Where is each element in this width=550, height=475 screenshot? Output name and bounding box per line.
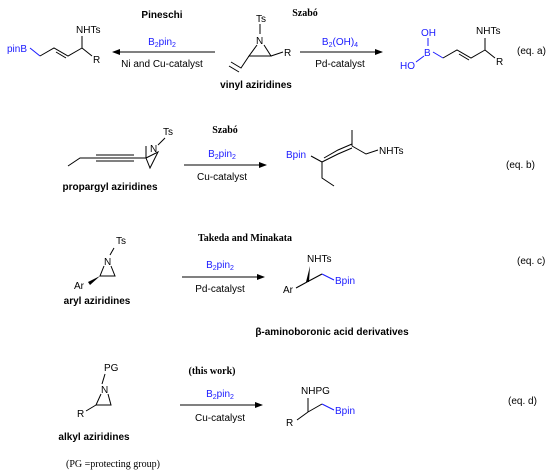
eq-label-b: (eq. b) — [506, 160, 535, 171]
eq-a: Pineschi Szabó pinB NHTs R B2pin2 Ni and… — [7, 8, 546, 91]
bond — [39, 47, 83, 57]
label-alkyl-aziridines: alkyl aziridines — [58, 432, 130, 443]
reagent-b2oh4: B2(OH)4 — [322, 37, 358, 49]
atom-ts-c: Ts — [116, 236, 126, 247]
reagent-b2pin2-a: B2pin2 — [148, 37, 176, 49]
condition-pd-c: Pd-catalyst — [195, 284, 245, 295]
aziridine-ring — [95, 393, 112, 406]
allene — [321, 147, 353, 163]
bond — [310, 155, 323, 163]
bond — [432, 51, 444, 59]
atom-bpin-d: Bpin — [335, 406, 355, 417]
author-szabo-a: Szabó — [292, 8, 318, 19]
section-title: β-aminoboronic acid derivatives — [255, 327, 409, 338]
atom-nhts-b: NHTs — [379, 146, 403, 157]
atom-r-prod: R — [286, 418, 293, 429]
atom-b: B — [424, 48, 431, 59]
eq-label-d: (eq. d) — [508, 396, 537, 407]
atom-n-c: N — [104, 257, 111, 268]
atom-nhts-a-left: NHTs — [76, 25, 100, 36]
author-szabo-b: Szabó — [212, 125, 238, 136]
eq-label-a: (eq. a) — [517, 46, 546, 57]
atom-ar-c: Ar — [74, 281, 85, 292]
condition-pd-a: Pd-catalyst — [315, 59, 365, 70]
eq-c: Takeda and Minakata Ts N Ar aryl aziridi… — [64, 233, 546, 307]
bond — [351, 145, 379, 155]
atom-nhpg: NHPG — [301, 386, 330, 397]
atom-n-b: N — [150, 144, 157, 155]
atom-ts: Ts — [256, 14, 266, 25]
bond — [67, 157, 96, 167]
atom-r-sub: R — [284, 48, 291, 59]
aziridine-ring — [248, 44, 272, 57]
atom-n-d: N — [101, 385, 108, 396]
bond — [270, 51, 284, 57]
atom-ar-prod: Ar — [283, 285, 294, 296]
label-propargyl-aziridines: propargyl aziridines — [62, 182, 157, 193]
bond — [321, 403, 335, 411]
wedge-bond — [306, 266, 310, 282]
atom-ho: HO — [400, 61, 415, 72]
atom-pinb: pinB — [7, 44, 27, 55]
vinyl — [230, 55, 250, 69]
bond — [157, 137, 166, 146]
ethyl — [321, 162, 335, 187]
condition-ni-cu: Ni and Cu-catalyst — [121, 59, 203, 70]
author-pineschi: Pineschi — [141, 10, 182, 21]
eq-label-c: (eq. c) — [517, 256, 545, 267]
allene-double — [323, 143, 353, 159]
bond — [109, 247, 115, 256]
bond — [101, 373, 106, 385]
label-vinyl-aziridines: vinyl aziridines — [220, 80, 292, 91]
author-this-work: (this work) — [189, 366, 236, 377]
label-aryl-aziridines: aryl aziridines — [64, 296, 131, 307]
bond — [296, 411, 309, 421]
bond — [307, 403, 323, 413]
condition-cu-d: Cu-catalyst — [195, 413, 245, 424]
reagent-b2pin2-c: B2pin2 — [206, 260, 234, 272]
wedge-bond — [88, 276, 100, 285]
vinyl-double — [228, 65, 240, 73]
eq-b: Szabó N Ts propargyl aziridines B2pin2 C… — [62, 125, 534, 193]
bond — [306, 273, 323, 283]
atom-ts-b: Ts — [163, 127, 173, 138]
double-bond — [458, 53, 470, 61]
footnote: (PG =protecting group) — [66, 459, 160, 470]
bond — [29, 47, 41, 57]
atom-oh: OH — [421, 28, 436, 39]
author-takeda: Takeda and Minakata — [198, 233, 292, 244]
bond — [415, 55, 425, 63]
atom-n: N — [256, 36, 263, 47]
atom-r-d: R — [77, 409, 84, 420]
atom-r: R — [93, 55, 100, 66]
reagent-b2pin2-b: B2pin2 — [208, 149, 236, 161]
atom-nhts-c: NHTs — [307, 254, 331, 265]
atom-bpin-c: Bpin — [335, 276, 355, 287]
bond — [85, 404, 97, 412]
reagent-b2pin2-d: B2pin2 — [206, 389, 234, 401]
atom-pg: PG — [104, 363, 119, 374]
bond — [295, 281, 308, 289]
condition-cu-b: Cu-catalyst — [197, 172, 247, 183]
aziridine-ring — [145, 150, 160, 170]
bond — [442, 49, 486, 59]
bond — [484, 49, 496, 59]
aziridine-ring — [99, 265, 116, 277]
double-bond — [55, 51, 67, 59]
atom-nhts-a-right: NHTs — [476, 26, 500, 37]
atom-r-right: R — [496, 57, 503, 68]
eq-d: (this work) PG N R alkyl aziridines B2pi… — [58, 363, 536, 443]
bond — [81, 47, 93, 57]
bond — [321, 273, 335, 281]
atom-bpin-b: Bpin — [286, 150, 306, 161]
